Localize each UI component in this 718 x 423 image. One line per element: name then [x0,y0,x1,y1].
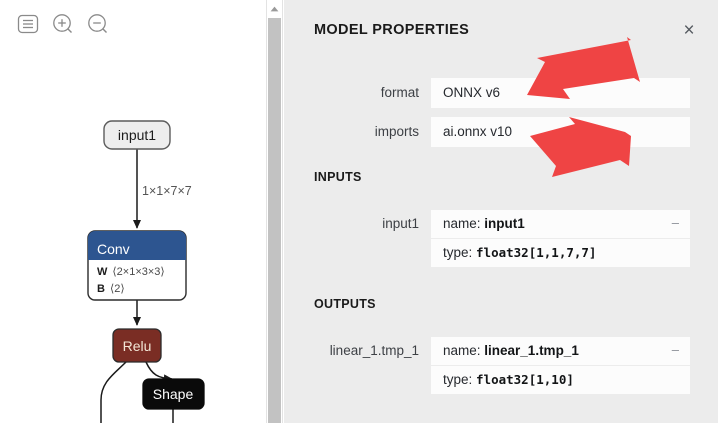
outputs-row-linear1tmp1: linear_1.tmp_1 name: linear_1.tmp_1 – ty… [284,337,690,394]
canvas-scrollbar[interactable] [266,0,283,423]
inputs-row-input1: input1 name: input1 – type: float32[1,1,… [284,210,690,267]
zoom-out-icon[interactable] [84,10,112,38]
edge-label-input1-conv: 1×1×7×7 [142,184,192,198]
outputs-type-value: float32[1,10] [476,372,574,387]
menu-icon[interactable] [14,10,42,38]
edge-relu-downstream [100,361,127,423]
outputs-collapse-toggle[interactable]: – [671,342,679,357]
canvas-toolbar [14,10,112,38]
inputs-type-value: float32[1,1,7,7] [476,245,597,260]
property-row-format: format ONNX v6 [284,78,690,108]
graph-node-conv[interactable]: Conv W⟨2×1×3×3⟩ B⟨2⟩ [87,230,187,301]
inputs-card-type-line: type: float32[1,1,7,7] [431,238,690,267]
graph-node-shape[interactable]: Shape [142,378,205,410]
inputs-card-input1: name: input1 – type: float32[1,1,7,7] [431,210,690,267]
panel-header: MODEL PROPERTIES × [284,20,718,46]
graph-svg: 1×1×7×7 input1 Conv W⟨2×1×3×3⟩ B⟨2⟩ Relu [87,120,205,423]
graph-node-relu-label: Relu [123,338,152,354]
outputs-type-prefix: type: [443,372,477,387]
page-title: MODEL PROPERTIES [314,22,470,38]
graph-node-input1[interactable]: input1 [103,120,171,150]
graph-node-conv-attr-0: W⟨2×1×3×3⟩ [97,266,165,278]
scrollbar-thumb[interactable] [268,18,281,423]
graph-node-shape-label: Shape [153,386,194,402]
inputs-card-name-line: name: input1 – [431,210,690,238]
graph-node-relu[interactable]: Relu [112,328,162,363]
close-icon[interactable]: × [683,19,695,41]
graph-node-conv-attr-1: B⟨2⟩ [97,283,125,295]
graph-node-conv-label: Conv [97,241,130,257]
section-heading-inputs: INPUTS [314,170,362,184]
graph-canvas[interactable]: 1×1×7×7 input1 Conv W⟨2×1×3×3⟩ B⟨2⟩ Relu [0,0,266,423]
outputs-label-linear1tmp1: linear_1.tmp_1 [329,343,419,358]
outputs-card-type-line: type: float32[1,10] [431,365,690,394]
model-properties-panel: MODEL PROPERTIES × format ONNX v6 import… [284,0,718,423]
property-label-format: format [380,85,419,100]
property-value-imports[interactable]: ai.onnx v10 [431,117,690,147]
zoom-in-icon[interactable] [49,10,77,38]
outputs-card-linear1tmp1: name: linear_1.tmp_1 – type: float32[1,1… [431,337,690,394]
inputs-name-value: input1 [484,216,525,231]
outputs-card-name-line: name: linear_1.tmp_1 – [431,337,690,365]
inputs-collapse-toggle[interactable]: – [671,215,679,230]
outputs-name-value: linear_1.tmp_1 [484,343,579,358]
property-row-imports: imports ai.onnx v10 [284,117,690,147]
inputs-type-prefix: type: [443,245,477,260]
inputs-label-input1: input1 [382,216,419,231]
scroll-up-icon[interactable] [267,0,282,17]
outputs-name-prefix: name: [443,343,485,358]
section-heading-outputs: OUTPUTS [314,297,376,311]
graph-node-input1-label: input1 [118,127,156,143]
property-value-format[interactable]: ONNX v6 [431,78,690,108]
edge-relu-shape [145,361,173,383]
property-label-imports: imports [374,124,419,139]
inputs-name-prefix: name: [443,216,485,231]
